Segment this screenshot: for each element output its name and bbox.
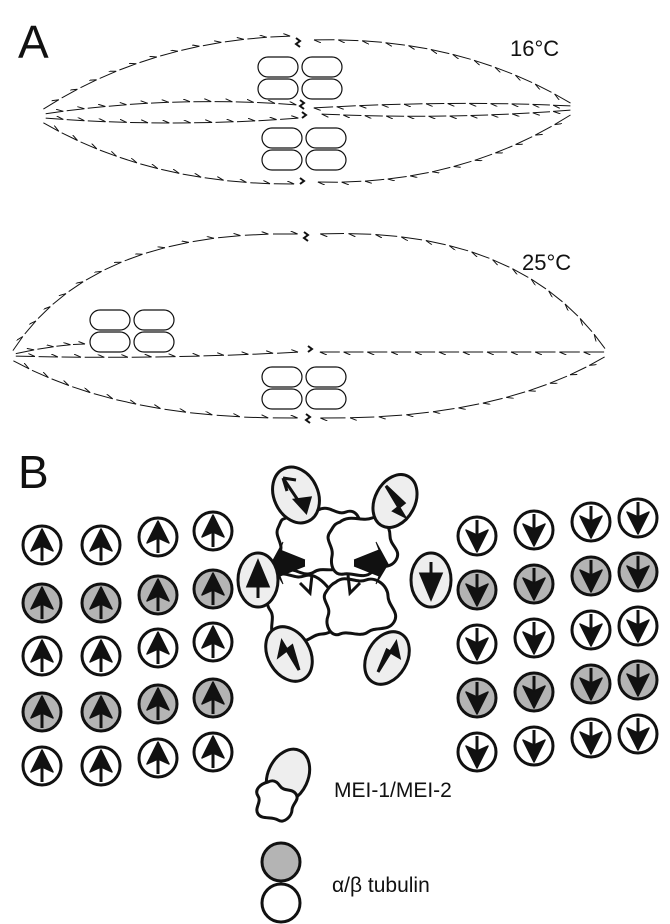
microtubule-fiber (43, 36, 290, 109)
beta-tubulin-subunit (139, 739, 177, 777)
chromosome-cluster (258, 57, 342, 99)
alpha-tubulin-subunit (515, 565, 553, 603)
beta-tubulin-subunit (23, 526, 61, 564)
mei1-ellipse (411, 553, 451, 607)
mei1-ellipse (238, 553, 278, 607)
microtubule-fiber (322, 110, 571, 116)
beta-tubulin-subunit (82, 637, 120, 675)
beta-tubulin-subunit (515, 511, 553, 549)
chromosome-cluster (262, 128, 346, 170)
panel-b: B (18, 446, 657, 922)
beta-tubulin-subunit (194, 733, 232, 771)
alpha-tubulin-subunit (515, 673, 553, 711)
alpha-tubulin-subunit (458, 679, 496, 717)
alpha-tubulin-subunit (572, 665, 610, 703)
beta-tubulin-subunit (82, 526, 120, 564)
beta-tubulin-subunit (458, 517, 496, 555)
beta-tubulin-subunit (139, 629, 177, 667)
alpha-tubulin-subunit (572, 557, 610, 595)
beta-tubulin-subunit (23, 637, 61, 675)
beta-tubulin-subunit (82, 747, 120, 785)
alpha-tubulin-subunit (194, 570, 232, 608)
beta-tubulin-subunit (515, 727, 553, 765)
alpha-tubulin-subunit (23, 693, 61, 731)
microtubule-fiber (16, 344, 85, 354)
beta-tubulin-subunit (572, 503, 610, 541)
legend-mei-label: MEI-1/MEI-2 (334, 779, 452, 802)
beta-tubulin-subunit (619, 607, 657, 645)
chromosome-cluster (90, 310, 174, 352)
beta-tubulin-subunit (572, 719, 610, 757)
microtubule-fiber (318, 115, 571, 182)
microtubule-fiber (320, 357, 604, 418)
beta-tubulin-subunit (139, 518, 177, 556)
beta-tubulin-subunit (619, 715, 657, 753)
severing-complex-center (267, 508, 398, 641)
alpha-tubulin-subunit (82, 693, 120, 731)
alpha-tubulin-subunit (458, 571, 496, 609)
microtubule-fiber (314, 103, 571, 108)
alpha-tubulin-subunit (139, 576, 177, 614)
beta-tubulin-subunit (619, 499, 657, 537)
legend-mei-symbol (257, 742, 318, 821)
panel-b-label: B (18, 446, 49, 498)
beta-tubulin-subunit (23, 747, 61, 785)
alpha-tubulin-subunit (82, 584, 120, 622)
beta-tubulin-subunit (458, 625, 496, 663)
alpha-tubulin-subunit (619, 553, 657, 591)
panel-a: A 16°C 25°C (13, 16, 605, 423)
microtubule-fiber (16, 352, 298, 357)
temperature-label-16c: 16°C (510, 36, 559, 61)
alpha-tubulin-subunit (23, 584, 61, 622)
microtubule-fiber (13, 361, 297, 418)
microtubule-lattice-right (458, 499, 657, 771)
alpha-tubulin-subunit (619, 661, 657, 699)
chromosome-cluster (262, 367, 346, 409)
legend-tubulin-label: α/β tubulin (332, 874, 430, 897)
microtubule-fiber (46, 118, 299, 123)
beta-tubulin-subunit (572, 611, 610, 649)
beta-tubulin-subunit (194, 512, 232, 550)
beta-tubulin-subunit (194, 623, 232, 661)
microtubule-fiber (46, 102, 297, 114)
panel-a-label: A (18, 16, 49, 68)
beta-tubulin-subunit (515, 619, 553, 657)
beta-tubulin-subunit (458, 733, 496, 771)
microtubule-fiber (43, 123, 294, 184)
mei1-ellipses (238, 459, 451, 692)
microtubule-lattice-left (23, 512, 232, 785)
alpha-tubulin-subunit (194, 679, 232, 717)
temperature-label-25c: 25°C (522, 250, 571, 275)
alpha-tubulin-subunit (139, 685, 177, 723)
spindle-16c: 16°C (43, 36, 570, 184)
spindle-25c: 25°C (13, 232, 605, 423)
legend: MEI-1/MEI-2 α/β tubulin (257, 742, 452, 922)
legend-tubulin-symbol (262, 843, 300, 922)
